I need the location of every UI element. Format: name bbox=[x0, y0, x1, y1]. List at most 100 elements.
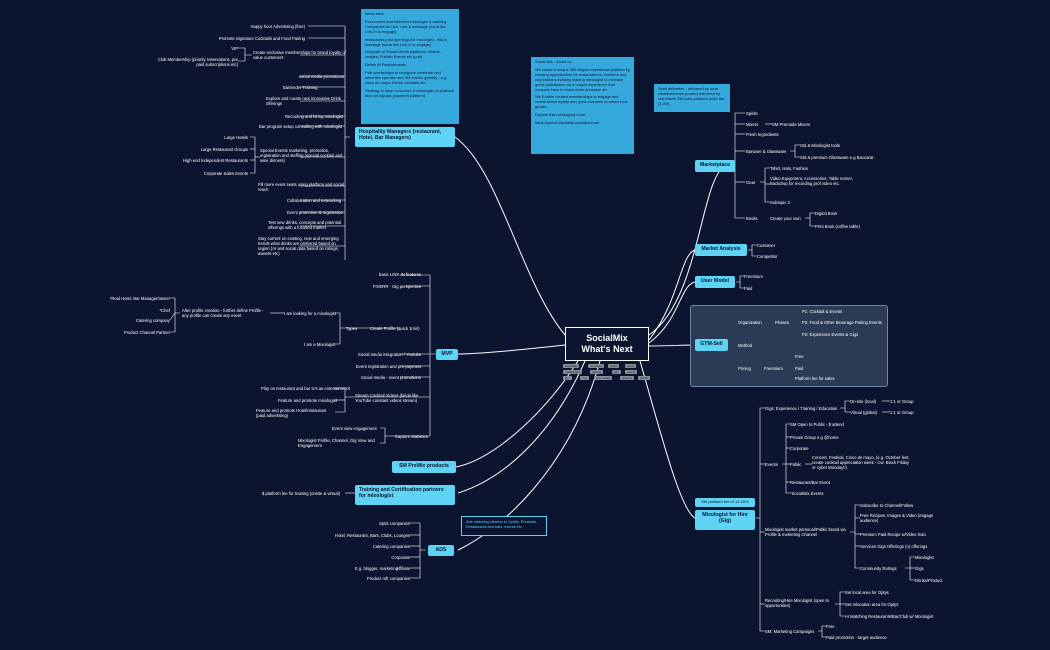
hosp-item[interactable]: Promote Signature Cocktails and Food Pai… bbox=[218, 36, 305, 41]
hosp-segment[interactable]: Large Hotels bbox=[224, 135, 248, 140]
tag[interactable]: training bbox=[590, 370, 604, 374]
hosp-segment[interactable]: Large Restaurant Groups bbox=[200, 147, 248, 152]
channel-sub[interactable]: Subscribe to Channel/Follow bbox=[860, 503, 914, 508]
market-item[interactable]: Mixers bbox=[746, 122, 759, 127]
ads-item[interactable]: Corporate bbox=[391, 555, 410, 560]
about-note[interactable]: Social Mix - About us... We create a uni… bbox=[531, 57, 634, 154]
profile-type[interactable]: *Real Hotel, Bar Manager/owner bbox=[109, 296, 170, 301]
gtm-sell-node[interactable]: GTM-Sell bbox=[695, 339, 728, 351]
training-node[interactable]: Training and Certification partners for … bbox=[355, 485, 455, 505]
hosp-item[interactable]: Special Events marketing, promotion, reg… bbox=[260, 148, 343, 163]
gtm-pricing[interactable]: Pricing bbox=[738, 366, 751, 371]
recruit-sub[interactable]: Set relocation area for Optys bbox=[845, 602, 899, 607]
vip-label[interactable]: VIP bbox=[231, 46, 238, 51]
tag[interactable]: premix bbox=[638, 376, 651, 380]
mixers-sub[interactable]: SM-Premade Mixers bbox=[772, 122, 811, 127]
events-label[interactable]: Events bbox=[765, 462, 778, 467]
hosp-item[interactable]: social media promotions bbox=[299, 74, 345, 79]
gig-onsite[interactable]: On-site (local) bbox=[850, 399, 877, 404]
mvp-item[interactable]: basic LINK-IN features bbox=[379, 272, 422, 277]
premix-node[interactable]: SM PreMix products bbox=[392, 461, 456, 473]
central-topic[interactable]: SocialMix What's Next bbox=[565, 327, 649, 361]
tag[interactable]: gtm bbox=[563, 376, 572, 380]
tag[interactable]: mvp bbox=[580, 376, 590, 380]
hosp-item[interactable]: Bartender Training bbox=[283, 85, 318, 90]
user-model-item[interactable]: Freemium bbox=[744, 274, 763, 279]
event-item[interactable]: Private Group e.g @home bbox=[790, 435, 839, 440]
gtm-method[interactable]: Method bbox=[738, 343, 752, 348]
hosp-item[interactable]: Collaboration and networking bbox=[287, 198, 342, 203]
gtm-phases[interactable]: Phases bbox=[775, 320, 789, 325]
analysis-item[interactable]: Competitor bbox=[757, 254, 778, 259]
types-label[interactable]: Types bbox=[346, 326, 358, 331]
ads-note[interactable]: Ads matching viewers to Spirits, Product… bbox=[461, 516, 547, 536]
market-item[interactable]: Spirits bbox=[746, 111, 758, 116]
market-item[interactable]: Gear bbox=[746, 180, 756, 185]
tag[interactable]: ads bbox=[612, 370, 621, 374]
hosp-item[interactable]: Create exclusive memberships for brand l… bbox=[253, 50, 346, 60]
recruit-sub[interactable]: AI Matching Restaurants/Bar/Club w/ Mixo… bbox=[845, 614, 934, 619]
stream-item[interactable]: Play on restaurant and bar tv's as enter… bbox=[261, 386, 351, 391]
event-item[interactable]: *SocialMix Events bbox=[790, 491, 824, 496]
tag[interactable]: marketplace bbox=[563, 370, 583, 374]
rating-item[interactable]: Gigs bbox=[915, 566, 924, 571]
mixologist-for-hire-node[interactable]: Mixologist for Hire (Gig) bbox=[695, 510, 755, 530]
event-item[interactable]: SM Open to Public - $ attend bbox=[790, 422, 844, 427]
channel-sub[interactable]: Services Gigs Offerings (n) offerings bbox=[860, 544, 928, 549]
rating-item[interactable]: Drinks/Product bbox=[915, 578, 943, 583]
ads-item[interactable]: E.g. blogger, marketing bbox=[354, 566, 398, 571]
platform-fee-label[interactable]: SM platform fee of 12-20% bbox=[695, 498, 755, 507]
hospitality-managers-node[interactable]: Hospitality Managers (restaurant, Hotel,… bbox=[355, 127, 455, 147]
gear-item[interactable]: Tshirt, Hats, Fashion bbox=[770, 166, 809, 171]
tag[interactable]: analysis bbox=[620, 376, 635, 380]
hosp-item[interactable]: Event promotion & registration bbox=[287, 210, 344, 215]
hosp-item[interactable]: Bar program setup consulting with mixolo… bbox=[259, 124, 343, 129]
analysis-item[interactable]: Customer bbox=[757, 243, 776, 248]
mvp-item[interactable]: Stream Cocktail Videos (kinda like YouTu… bbox=[355, 393, 419, 403]
ideas-note[interactable]: Ideas area... Post events and interview … bbox=[361, 9, 459, 124]
profile-type[interactable]: Product Channel Partner bbox=[123, 330, 170, 335]
stats-item[interactable]: Mixologist Profile, Channel, Gig View an… bbox=[298, 438, 375, 448]
barware-item[interactable]: Std & Mixologist tools bbox=[800, 143, 841, 148]
tag[interactable]: events bbox=[625, 370, 638, 374]
mvp-item[interactable]: Social media integration / Youtube bbox=[358, 352, 422, 357]
book-item[interactable]: Print Book (coffee table) bbox=[815, 224, 860, 229]
gear-item[interactable]: Video Equipment, Accessories, Table runn… bbox=[770, 176, 853, 186]
phase-item[interactable]: P2: Food & Other Beverage Pairing Events bbox=[802, 320, 882, 325]
one-or-group[interactable]: 1:1 or Group bbox=[890, 399, 914, 404]
gig-virtual[interactable]: Virtual (global) bbox=[850, 410, 877, 415]
ads-item[interactable]: Spirit companies bbox=[379, 521, 410, 526]
ads-affiliate[interactable]: Affiliate bbox=[396, 566, 410, 571]
ads-item[interactable]: Catering companies bbox=[372, 544, 410, 549]
hosp-item[interactable]: Happy hour Advertising (free) bbox=[250, 24, 305, 29]
hosp-segment[interactable]: Corporate Sales Events bbox=[203, 171, 248, 176]
campaign-sub[interactable]: Paid promotion - target audience bbox=[826, 635, 887, 640]
tag[interactable]: hospitality bbox=[563, 364, 580, 368]
recruit-sub[interactable]: Set local area for Optys bbox=[845, 590, 889, 595]
gtm-organization[interactable]: Organization bbox=[738, 320, 762, 325]
create-profile[interactable]: Create Profile (quick 1min) bbox=[370, 326, 420, 331]
ads-node[interactable]: ADS bbox=[428, 545, 454, 556]
phase-item[interactable]: P1: Cocktail & Events bbox=[802, 309, 843, 314]
market-analysis-node[interactable]: Market Analysis bbox=[695, 244, 747, 256]
hosp-item[interactable]: Fill more event seats using platform and… bbox=[258, 182, 345, 192]
price-item[interactable]: Platform fee for sales bbox=[795, 376, 835, 381]
ads-item[interactable]: Hotel, Restaurant, Bars, Clubs, Lounges bbox=[335, 533, 410, 538]
hosp-segment[interactable]: High end Independent Restaurants bbox=[183, 158, 248, 163]
hosp-item[interactable]: Explore and curate new innovative Drink … bbox=[266, 96, 341, 106]
rating-item[interactable]: Mixologist bbox=[915, 555, 934, 560]
channel-item[interactable]: Mixologist market personal/Public brand … bbox=[765, 527, 846, 537]
capture-statistics[interactable]: Capture Statistics bbox=[395, 434, 428, 439]
channel-sub[interactable]: Premium Paid Recipe w/Video train bbox=[860, 532, 926, 537]
looking-for-mixologist[interactable]: I am looking for a mixologist bbox=[284, 311, 336, 316]
campaigns-item[interactable]: SM: Marketing Campaigns bbox=[765, 629, 815, 634]
profile-type[interactable]: *Chef bbox=[159, 308, 170, 313]
user-model-item[interactable]: Paid bbox=[744, 286, 753, 291]
price-item[interactable]: Paid bbox=[795, 366, 804, 371]
mvp-item[interactable]: Social media - event promotions bbox=[361, 375, 421, 380]
gear-item[interactable]: Subtopic 3 bbox=[770, 200, 790, 205]
phase-item[interactable]: P3: Experience Events & Gigs bbox=[802, 332, 859, 337]
channel-sub[interactable]: Free Recipes, Images & Video (engage aud… bbox=[860, 513, 934, 523]
ads-item[interactable]: Product mfr companies bbox=[366, 576, 410, 581]
price-item[interactable]: Free bbox=[795, 354, 804, 359]
